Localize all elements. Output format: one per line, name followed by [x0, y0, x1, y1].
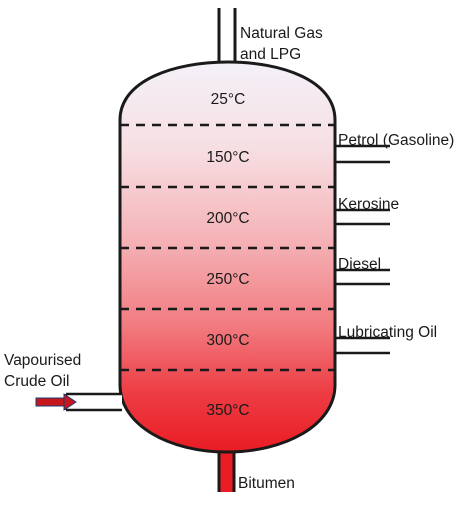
- vapourised-label: Vapourised: [4, 352, 81, 369]
- temperature-zone-2: 150°C: [206, 149, 249, 166]
- crude-oil-label: Crude Oil: [4, 373, 69, 390]
- bitumen-label: Bitumen: [238, 475, 295, 492]
- temperature-zone-5: 300°C: [206, 332, 249, 349]
- temperature-zone-3: 200°C: [206, 210, 249, 227]
- kerosine-label: Kerosine: [338, 196, 399, 213]
- inlet-arrow-icon: [35, 397, 67, 407]
- diesel-outlet-pipe: [335, 268, 390, 286]
- lpg-label: and LPG: [240, 46, 301, 63]
- lubricating-oil-outlet-pipe: [335, 336, 390, 355]
- distillation-column: [118, 60, 337, 454]
- diesel-label: Diesel: [338, 256, 381, 273]
- temperature-zone-6: 350°C: [206, 402, 249, 419]
- temperature-zone-4: 250°C: [206, 271, 249, 288]
- kerosine-outlet-pipe: [335, 208, 390, 226]
- petrol-label: Petrol (Gasoline): [338, 132, 454, 149]
- bottom-outlet-pipe: [219, 446, 234, 492]
- inlet-arrow-head-icon: [63, 393, 77, 411]
- inlet-pipe: [66, 394, 122, 410]
- natural-gas-label: Natural Gas: [240, 25, 323, 42]
- temperature-zone-1: 25°C: [211, 91, 246, 108]
- lubricating-oil-label: Lubricating Oil: [338, 324, 437, 341]
- petrol-outlet-pipe: [335, 144, 390, 164]
